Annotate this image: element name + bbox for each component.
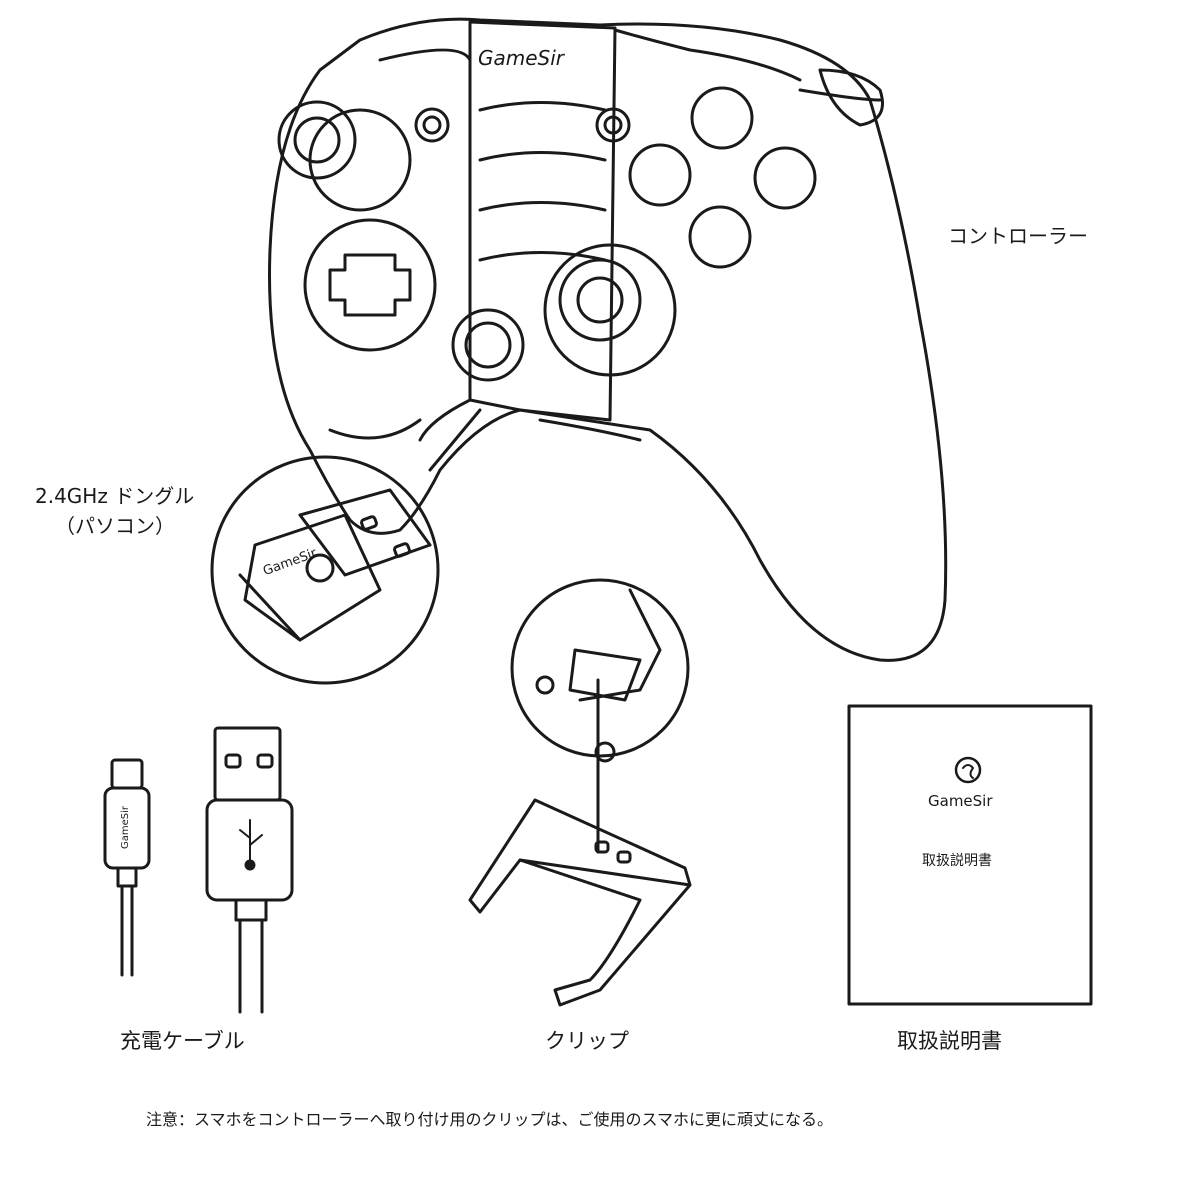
controller-illustration	[268, 17, 948, 662]
manual-illustration	[847, 704, 1093, 1006]
cable-label: 充電ケーブル	[120, 1029, 245, 1053]
controller-label: コントローラー	[948, 224, 1088, 248]
clip-detail-illustration	[510, 578, 690, 854]
clip-label: クリップ	[545, 1029, 629, 1053]
manual-label: 取扱説明書	[897, 1029, 1002, 1053]
cable-brand-logo: GameSir	[120, 805, 132, 850]
note-text: 注意：スマホをコントローラーへ取り付け用のクリップは、ご使用のスマホに更に頑丈に…	[146, 1110, 834, 1129]
controller-brand-logo: GameSir	[478, 46, 565, 70]
micro-usb-cable-illustration	[103, 758, 151, 977]
manual-cover-title: 取扱説明書	[922, 853, 992, 869]
manual-cover-brand: GameSir	[928, 792, 993, 810]
dongle-illustration	[210, 455, 440, 685]
dongle-sublabel: （パソコン）	[55, 514, 175, 538]
clip-illustration	[468, 798, 692, 1007]
dongle-label: 2.4GHz ドングル	[35, 484, 195, 508]
usb-a-cable-illustration	[205, 726, 294, 1014]
